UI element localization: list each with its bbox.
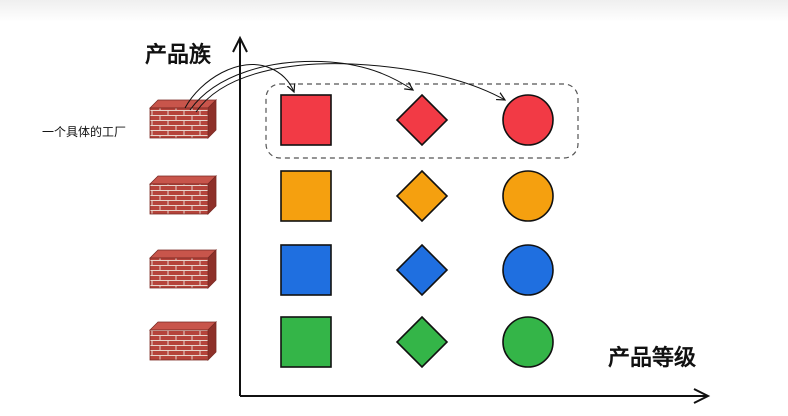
factory-label: 一个具体的工厂: [42, 124, 126, 139]
product-diamond: [395, 243, 449, 297]
product-circle: [502, 244, 554, 296]
product-square: [280, 244, 332, 296]
factory-brick-wall: [149, 99, 217, 139]
factory-to-circle-arrow: [195, 63, 505, 113]
product-family-group-outline: [265, 83, 579, 159]
product-square: [280, 316, 332, 368]
factory-to-diamond-arrow: [189, 60, 413, 111]
factory-brick-wall: [149, 175, 217, 215]
product-diamond: [395, 93, 449, 147]
product-circle: [502, 94, 554, 146]
product-circle: [502, 170, 554, 222]
factory-brick-wall: [149, 249, 217, 289]
product-square: [280, 170, 332, 222]
product-circle: [502, 316, 554, 368]
product-diamond: [395, 315, 449, 369]
y-axis-label: 产品族: [145, 42, 212, 68]
top-band: [0, 0, 788, 22]
product-diamond: [395, 169, 449, 223]
product-square: [280, 94, 332, 146]
x-axis-arrowhead: [693, 388, 711, 404]
factory-brick-wall: [149, 321, 217, 361]
y-axis-arrowhead: [232, 35, 248, 53]
x-axis-label: 产品等级: [608, 345, 696, 371]
